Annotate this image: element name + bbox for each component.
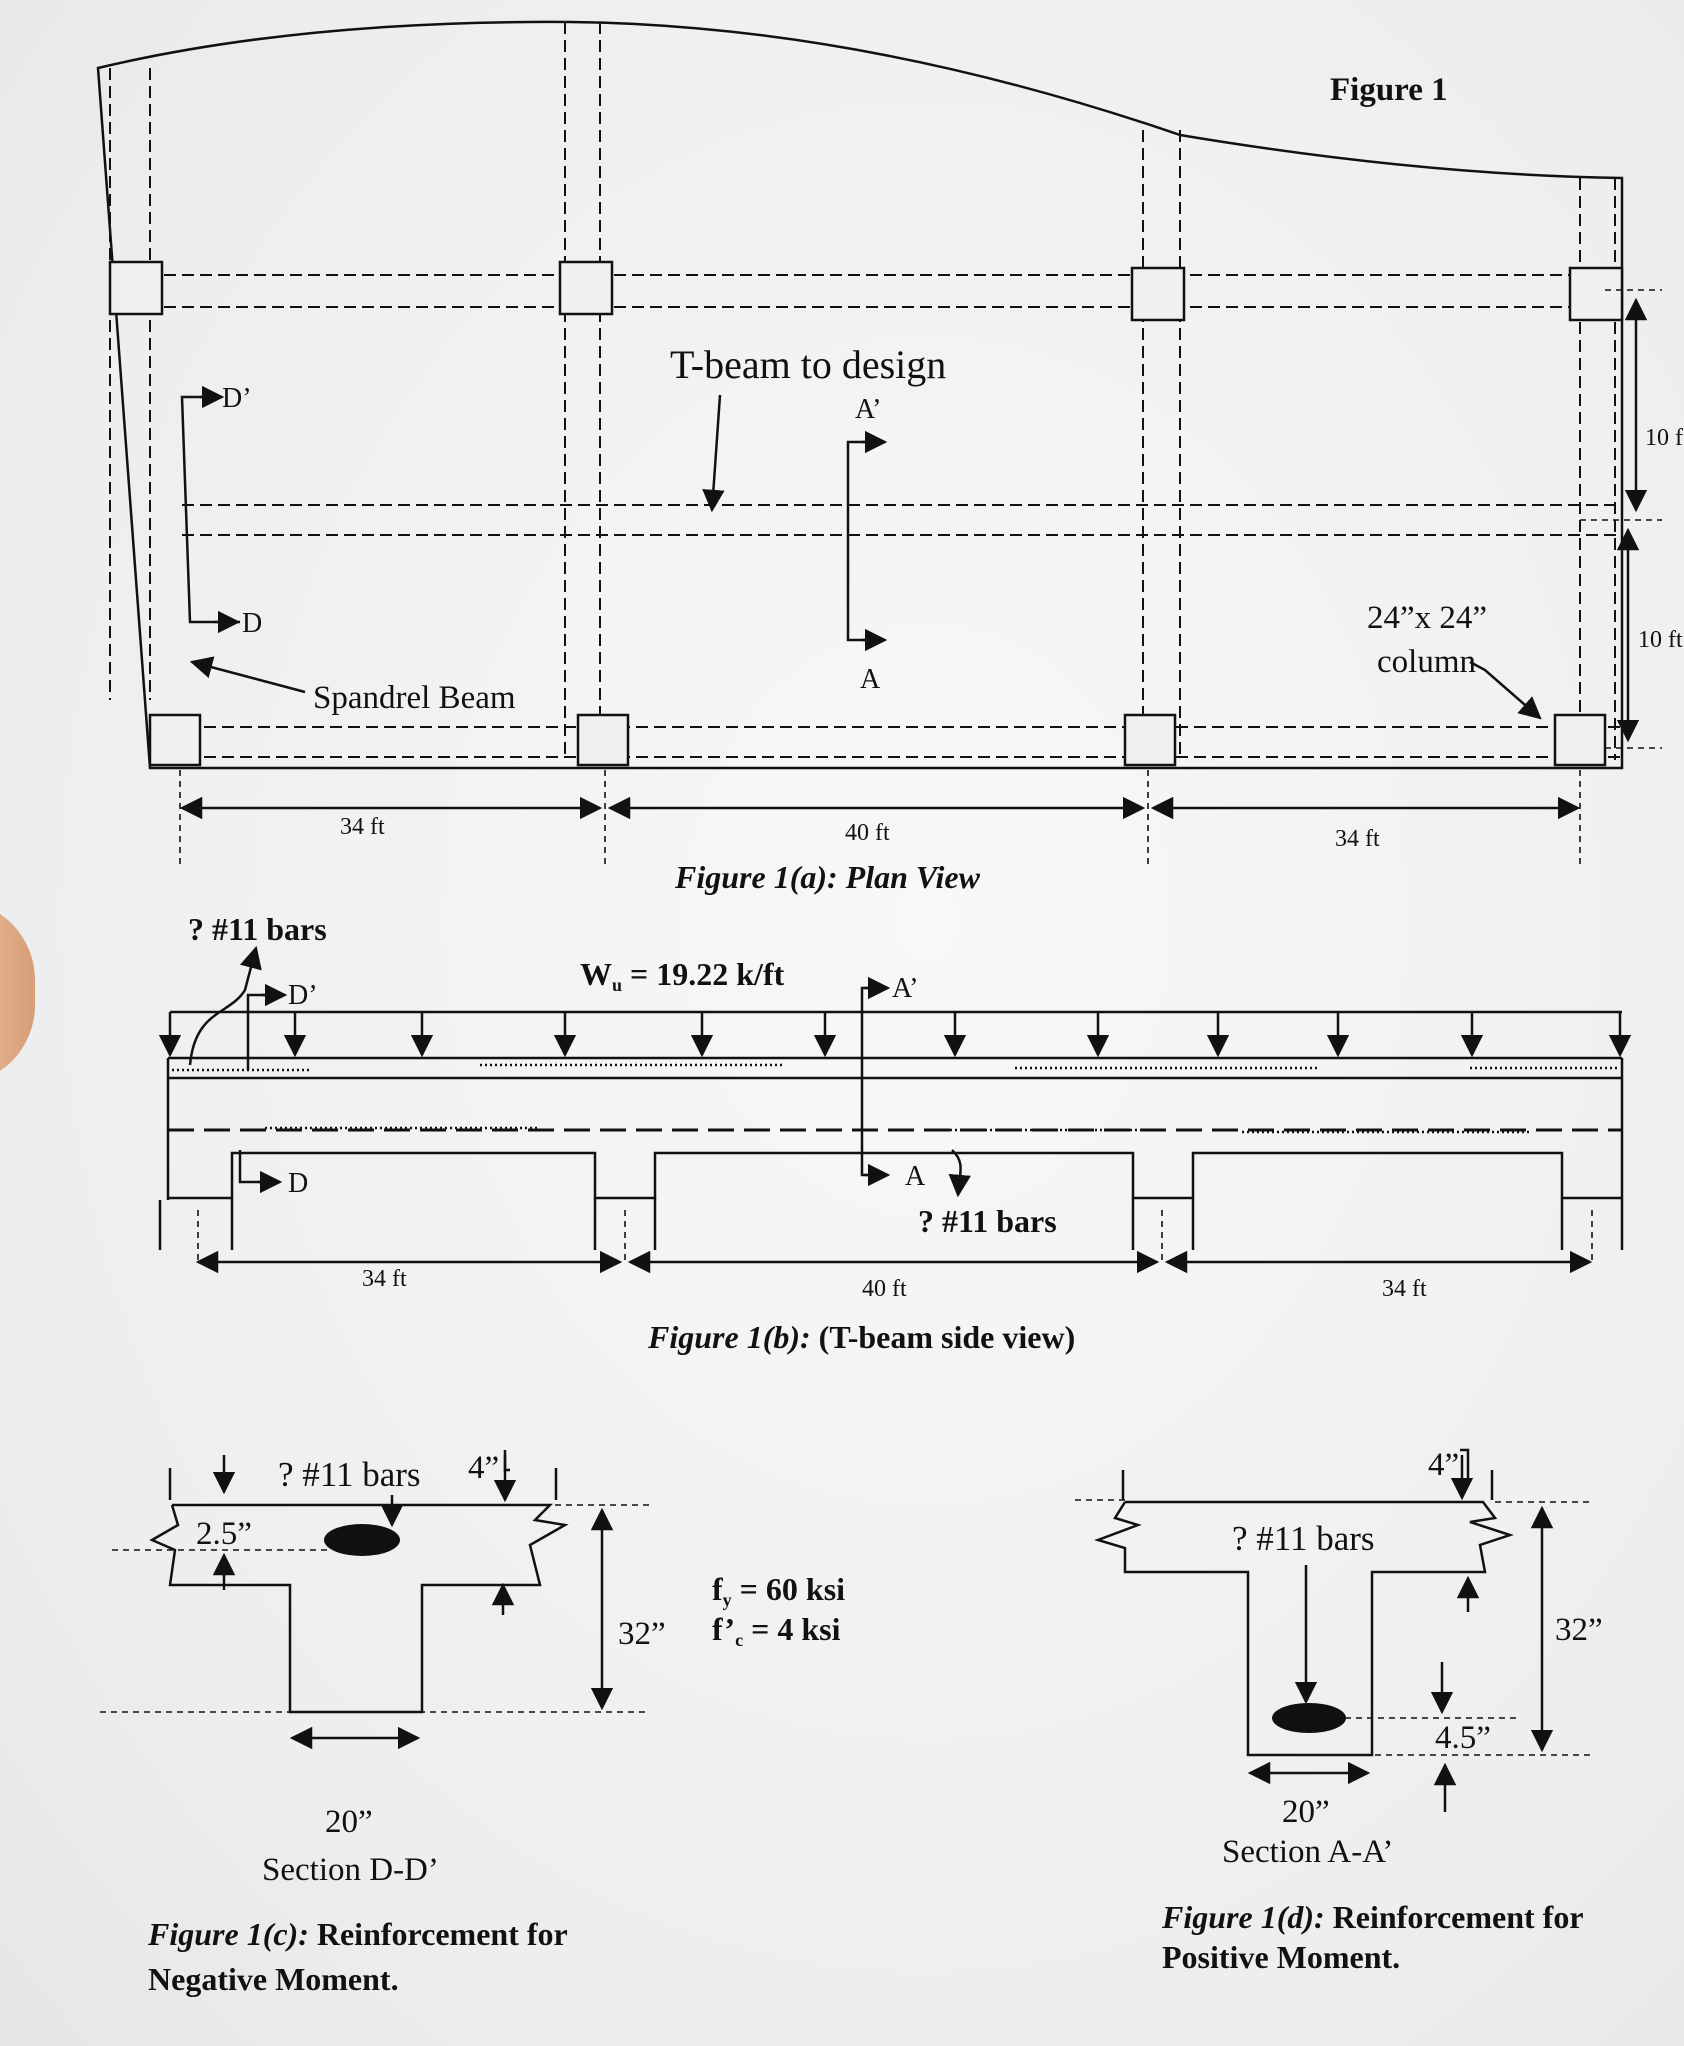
materials: fy = 60 ksi f’c = 4 ksi [712, 1571, 845, 1650]
plan-span-dimensions: 34 ft 40 ft 34 ft [179, 770, 1581, 865]
spandrel-leader [189, 656, 306, 694]
t-beam-arrow [702, 394, 725, 513]
bottom-bars-label: ? #11 bars [918, 1203, 1057, 1239]
side-span-3: 34 ft [1382, 1276, 1427, 1302]
plan-span-3: 34 ft [1335, 826, 1380, 852]
top-rebar-dots [172, 1063, 1620, 1072]
side-a-bottom: A [905, 1161, 926, 1192]
side-columns [158, 1198, 1593, 1265]
bottom-rebar-dots [265, 1126, 1532, 1134]
side-span-2: 40 ft [862, 1276, 907, 1302]
t-beam-label: T-beam to design [670, 342, 946, 387]
aa-section-name: Section A-A’ [1222, 1834, 1393, 1870]
plan-span-2: 40 ft [845, 820, 890, 846]
section-a-bottom-label: A [860, 664, 881, 695]
aa-cover: 4.5” [1435, 1720, 1491, 1756]
dd-bars-label: ? #11 bars [278, 1455, 421, 1494]
fy-value: fy = 60 ksi [712, 1571, 845, 1610]
side-span-dimensions: 34 ft 40 ft 34 ft [195, 1250, 1593, 1302]
beam-lines [110, 274, 1622, 758]
top-bars-leader [188, 945, 262, 1066]
beam-web-profile [168, 1151, 1622, 1200]
section-d-top-label: D’ [222, 383, 252, 414]
aa-bars-label: ? #11 bars [1232, 1519, 1375, 1558]
dim-right-lower: 10 ft [1638, 627, 1683, 653]
section-aa-marker: A’ A [846, 394, 888, 695]
caption-dd: Figure 1(c): Reinforcement for [147, 1916, 568, 1952]
plan-view: Figure 1 [96, 20, 1683, 895]
side-span-1: 34 ft [362, 1266, 407, 1292]
section-dd-marker: D’ D [180, 383, 262, 639]
slab-outline [96, 20, 1624, 770]
caption-dd-line2: Negative Moment. [148, 1961, 399, 1997]
side-section-dd: D’ D [238, 980, 318, 1199]
side-d-top: D’ [288, 980, 318, 1011]
right-dimensions: 10 f 10 ft [1580, 289, 1683, 749]
load-arrows [158, 1012, 1632, 1058]
caption-aa-line2: Positive Moment. [1162, 1939, 1400, 1975]
section-dd-view: ? #11 bars 4” 2.5” 32” 20” Section D-D’ … [100, 1450, 666, 1997]
caption-side-view: Figure 1(b): (T-beam side view) [647, 1319, 1075, 1355]
aa-flange-tick [1460, 1448, 1470, 1480]
aa-section-outline [1094, 1500, 1514, 1757]
plan-span-1: 34 ft [340, 814, 385, 840]
aa-flange-thickness: 4” [1428, 1447, 1459, 1483]
spandrel-label: Spandrel Beam [313, 680, 516, 716]
column-label-size: 24”x 24” [1367, 600, 1487, 636]
section-d-bottom-label: D [242, 608, 262, 639]
dd-cover: 2.5” [196, 1516, 252, 1552]
dd-flange-thickness: 4” [468, 1450, 499, 1486]
column-label-name: column [1377, 644, 1476, 680]
side-view: ? #11 bars Wu = 19.22 k/ft [158, 911, 1632, 1355]
aa-width: 20” [1282, 1794, 1330, 1830]
column-leader [1469, 660, 1542, 720]
caption-aa: Figure 1(d): Reinforcement for [1161, 1899, 1584, 1935]
figure-title: Figure 1 [1330, 72, 1448, 108]
aa-depth: 32” [1555, 1612, 1603, 1648]
dd-width: 20” [325, 1804, 373, 1840]
dd-section-name: Section D-D’ [262, 1852, 439, 1888]
dd-rebar [324, 1524, 400, 1556]
side-section-aa: A’ A [860, 973, 926, 1192]
caption-plan-view: Figure 1(a): Plan View [674, 859, 981, 895]
columns [108, 260, 1624, 767]
dd-depth: 32” [618, 1616, 666, 1652]
section-a-top-label: A’ [855, 394, 881, 425]
dim-right-upper: 10 f [1645, 425, 1683, 451]
fc-value: f’c = 4 ksi [712, 1611, 841, 1650]
side-a-top: A’ [892, 973, 918, 1004]
aa-rebar [1272, 1703, 1346, 1733]
top-bars-label: ? #11 bars [188, 911, 327, 947]
section-aa-view: 4” ? #11 bars 4.5” 32” 20” Section A-A’ … [1075, 1447, 1603, 1975]
load-label: Wu = 19.22 k/ft [580, 956, 785, 995]
side-d-bottom: D [288, 1168, 308, 1199]
bottom-bars-leader [948, 1149, 971, 1198]
